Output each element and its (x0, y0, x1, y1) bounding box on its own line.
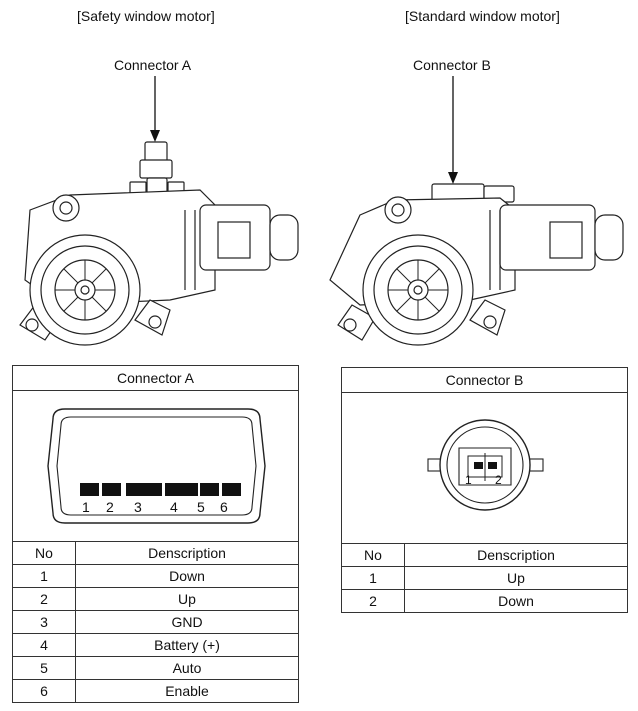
connector-a-title: Connector A (12, 365, 299, 391)
connector-b-face-cell: 1 2 (341, 392, 628, 544)
pin-number: 2 (495, 473, 502, 487)
table-row: 1 Up (341, 566, 628, 590)
table-row: 2 Up (12, 587, 299, 611)
pin-number: 1 (465, 473, 472, 487)
pin-description: Up (75, 587, 299, 611)
connector-b-callout: Connector B (413, 57, 491, 73)
safety-motor-heading: [Safety window motor] (77, 8, 215, 24)
pin-description: Battery (+) (75, 633, 299, 657)
connector-b-face (427, 419, 544, 511)
standard-window-motor-drawing (329, 183, 624, 346)
pin-no: 6 (12, 679, 76, 703)
connector-b-table: Connector B 1 2 No Denscription 1 Up 2 (341, 367, 628, 613)
connector-b-title: Connector B (341, 367, 628, 393)
motor-illustrations (19, 76, 624, 346)
pin-description: Down (404, 589, 628, 613)
pin-no: 3 (12, 610, 76, 634)
pin-no: 1 (12, 564, 76, 588)
pin-number: 2 (106, 499, 114, 515)
pin-number: 4 (170, 499, 178, 515)
table-row: 5 Auto (12, 656, 299, 680)
standard-motor-heading: [Standard window motor] (405, 8, 560, 24)
pin-number: 3 (134, 499, 142, 515)
pin-no: 1 (341, 566, 405, 590)
column-header-description: Denscription (404, 543, 628, 567)
table-row: 1 Down (12, 564, 299, 588)
table-row: 3 GND (12, 610, 299, 634)
column-header-no: No (341, 543, 405, 567)
pin-description: GND (75, 610, 299, 634)
pin-description: Enable (75, 679, 299, 703)
pin-description: Auto (75, 656, 299, 680)
table-row: 4 Battery (+) (12, 633, 299, 657)
column-header-no: No (12, 541, 76, 565)
safety-window-motor-drawing (19, 141, 299, 346)
pin-number: 1 (82, 499, 90, 515)
connector-b-arrow (448, 76, 458, 184)
connector-a-face-cell: 1 2 3 4 5 6 (12, 390, 299, 542)
connector-a-table: Connector A 1 2 3 4 5 6 (12, 365, 299, 703)
pin-no: 4 (12, 633, 76, 657)
connector-a-callout: Connector A (114, 57, 192, 73)
pin-description: Up (404, 566, 628, 590)
table-row: 2 Down (341, 589, 628, 613)
column-header-description: Denscription (75, 541, 299, 565)
connector-a-arrow (150, 76, 160, 142)
pin-number: 5 (197, 499, 205, 515)
pin-no: 2 (12, 587, 76, 611)
connector-a-face (47, 408, 266, 524)
table-row: 6 Enable (12, 679, 299, 703)
pin-description: Down (75, 564, 299, 588)
pin-no: 2 (341, 589, 405, 613)
pin-number: 6 (220, 499, 228, 515)
pin-no: 5 (12, 656, 76, 680)
